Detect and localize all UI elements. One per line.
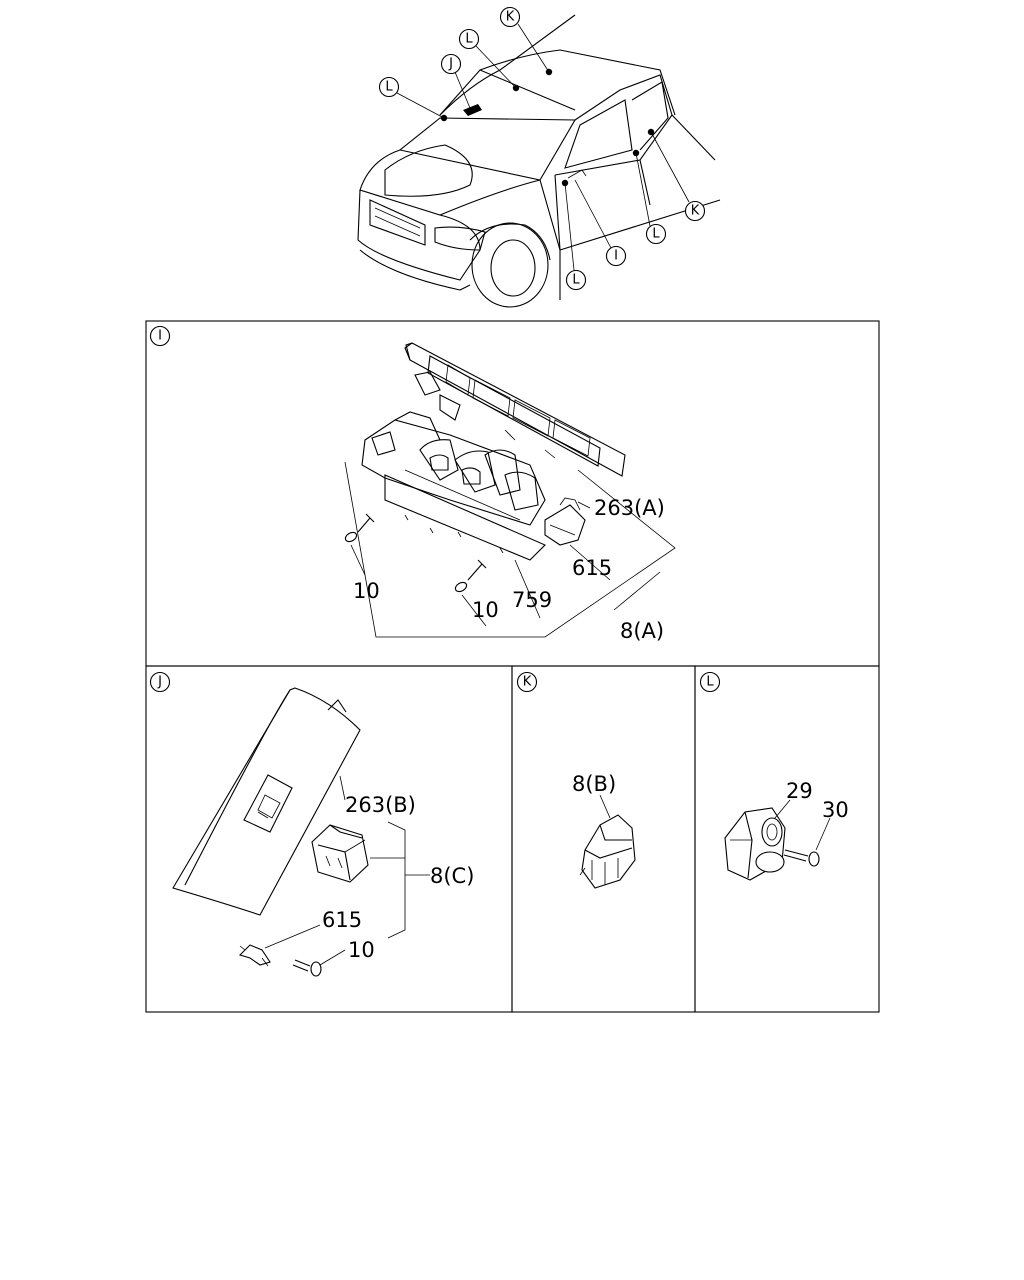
panel-K: K 8(B) [516,671,636,889]
label-759: 759 [512,588,552,612]
panel-L: L 29 30 [699,671,849,881]
svg-text:L: L [465,32,473,47]
svg-text:I: I [614,249,618,264]
vehicle-overview: K L J L K L I L [357,6,721,308]
panel-J: J [149,671,474,977]
callout-L-top[interactable]: L [458,28,480,50]
screw-J-drawing [292,959,322,977]
label-30: 30 [822,798,849,822]
label-10-right: 10 [472,598,499,622]
label-8A: 8(A) [620,619,664,643]
callout-L-bottom[interactable]: L [565,269,587,291]
clip-615-J-drawing [238,944,271,967]
switch-8C-drawing [311,824,369,883]
label-8B: 8(B) [572,772,616,796]
callout-J[interactable]: J [440,53,462,75]
panel-J-letter: J [149,671,171,693]
svg-text:L: L [572,273,580,288]
callout-K-top[interactable]: K [499,6,521,28]
svg-text:K: K [691,204,700,219]
label-8C: 8(C) [430,864,474,888]
label-29: 29 [786,779,813,803]
svg-text:K: K [506,10,515,25]
svg-text:L: L [706,675,714,690]
panel-L-letter: L [699,671,721,693]
switch-8B-drawing [579,814,636,889]
label-10-J: 10 [348,938,375,962]
svg-text:L: L [385,80,393,95]
callout-L-right[interactable]: L [645,223,667,245]
svg-text:J: J [157,675,162,690]
label-10-left: 10 [353,579,380,603]
panel-K-letter: K [516,671,538,693]
label-263A: 263(A) [594,496,665,520]
screw-drawing-2 [454,559,487,593]
panel-I-letter: I [149,325,171,347]
label-615: 615 [572,556,612,580]
panel-frames [145,320,880,1013]
svg-text:I: I [158,329,162,344]
clip-615-drawing [544,497,586,546]
screw-30-drawing [783,849,820,867]
svg-text:K: K [523,675,532,690]
switch-29-drawing [724,807,786,881]
label-615-J: 615 [322,908,362,932]
label-263B: 263(B) [345,793,416,817]
switch-assembly-drawing [361,411,546,561]
screw-drawing-1 [344,513,375,543]
callout-L-left[interactable]: L [378,76,400,98]
callout-K-right[interactable]: K [684,200,706,222]
panel-I: I [149,325,676,643]
callout-I[interactable]: I [605,245,627,267]
switch-bezel-drawing [404,342,626,477]
svg-text:J: J [448,57,453,72]
door-trim-panel-drawing [172,687,361,916]
svg-text:L: L [652,227,660,242]
